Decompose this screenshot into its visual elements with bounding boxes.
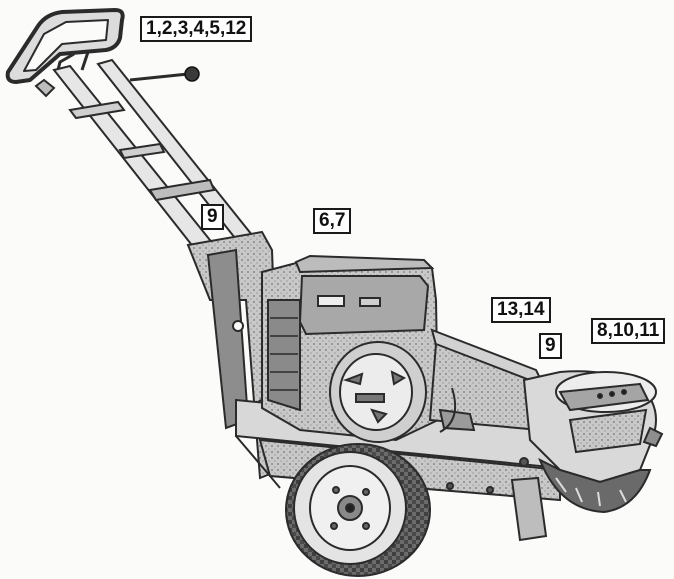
callout-guard-mount: 9 (539, 333, 562, 359)
drive-wheel (285, 443, 431, 577)
handlebar (5, 8, 125, 84)
front-skid (510, 476, 548, 542)
callout-cutter-wheel: 8,10,11 (591, 318, 666, 344)
engine-flywheel-cover (329, 341, 427, 443)
cutter-housing (522, 370, 664, 484)
callout-handle: 1,2,3,4,5,12 (140, 16, 253, 42)
callout-belt: 13,14 (491, 297, 551, 323)
callout-engine: 6,7 (313, 208, 352, 234)
throttle-lever (129, 66, 200, 82)
callout-handle-mount: 9 (201, 204, 224, 230)
handle-tubes (34, 58, 262, 260)
cutter-wheel (538, 457, 652, 514)
